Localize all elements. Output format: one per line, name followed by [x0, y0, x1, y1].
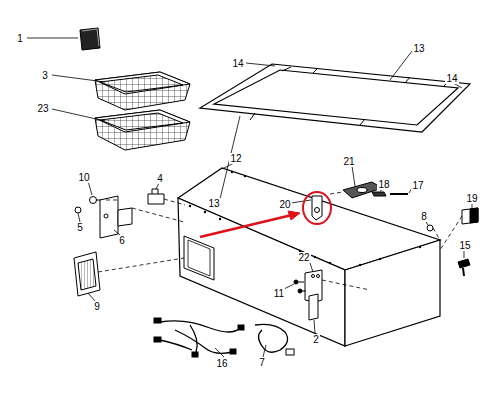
callout-number: 14	[445, 73, 458, 84]
callout-number: 10	[77, 172, 90, 183]
callout-number: 13	[207, 198, 220, 209]
callout-number: 2	[312, 334, 320, 345]
callout-number: 17	[411, 180, 424, 191]
callout-number: 9	[93, 301, 101, 312]
callout-number: 14	[231, 58, 244, 69]
callout-number: 22	[297, 252, 310, 263]
callout-number: 12	[229, 153, 242, 164]
callout-number: 13	[412, 43, 425, 54]
callout-number: 8	[420, 211, 428, 222]
callout-number: 23	[36, 103, 49, 114]
callout-number: 7	[258, 357, 266, 368]
callout-number: 6	[118, 235, 126, 246]
callout-number: 11	[273, 288, 285, 299]
callout-number: 5	[76, 222, 84, 233]
callout-number: 1	[16, 33, 24, 44]
callout-number: 3	[41, 70, 49, 81]
callout-number: 20	[278, 199, 291, 210]
callout-number: 16	[215, 358, 228, 369]
callout-number: 21	[342, 156, 355, 167]
callout-number: 4	[156, 173, 164, 184]
callout-number: 15	[458, 240, 471, 251]
callout-number: 19	[465, 193, 478, 204]
callout-number: 18	[377, 179, 390, 190]
